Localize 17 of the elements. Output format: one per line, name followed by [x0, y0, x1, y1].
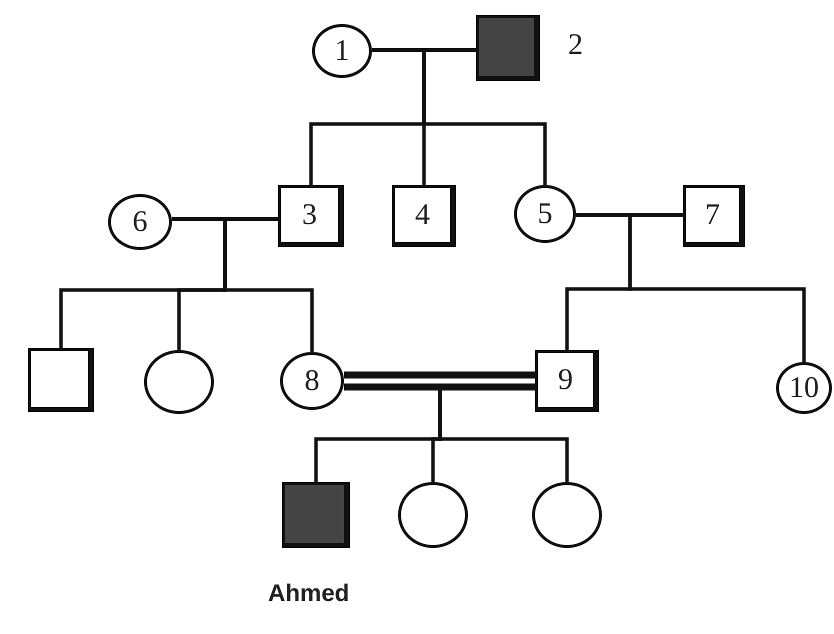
mating-line [576, 213, 683, 217]
male-square [28, 348, 94, 412]
affected-male-square [282, 482, 350, 548]
individual-number: 2 [568, 28, 583, 62]
mating-line [372, 48, 476, 52]
affected-male-square [476, 15, 540, 81]
female-circle: 1 [312, 24, 372, 78]
female-circle: 8 [280, 352, 344, 410]
male-square: 3 [278, 185, 344, 247]
female-circle: 10 [776, 362, 832, 414]
female-circle: 5 [514, 185, 576, 243]
male-square: 7 [683, 185, 745, 247]
female-circle: 6 [108, 194, 172, 250]
male-square: 4 [392, 185, 456, 247]
mating-line [172, 217, 278, 221]
male-square: 9 [535, 350, 599, 412]
name-label: Ahmed [268, 580, 350, 608]
